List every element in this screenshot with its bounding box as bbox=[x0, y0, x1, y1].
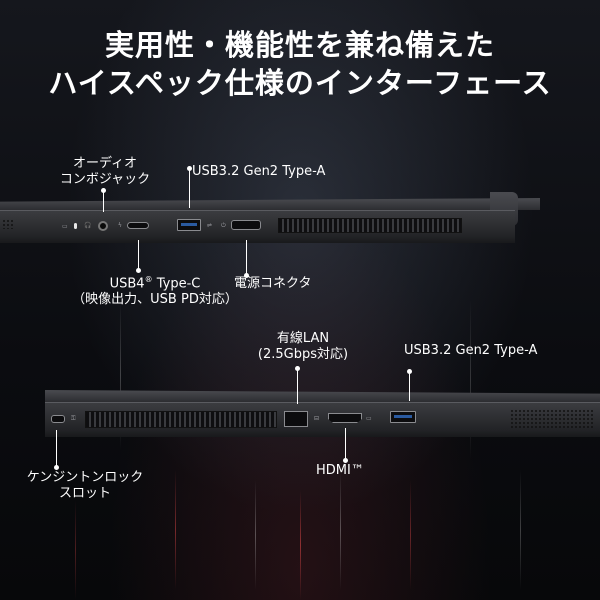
usb-icon: ⇌ bbox=[207, 222, 213, 229]
vent-left bbox=[278, 218, 462, 233]
label-usb-a-right: USB3.2 Gen2 Type-A bbox=[404, 343, 538, 358]
thunderbolt-icon: ϟ bbox=[118, 222, 122, 229]
vent-right bbox=[85, 411, 277, 428]
callout-dot-kensington bbox=[54, 465, 59, 470]
laptop-lid-left bbox=[0, 198, 540, 210]
headline-line1: 実用性・機能性を兼ね備えた bbox=[104, 28, 495, 62]
speaker-grille-left bbox=[2, 219, 14, 229]
power-icon: ⏻ bbox=[221, 222, 226, 229]
hdmi-icon: ▭ bbox=[366, 415, 372, 422]
laptop-base-left: ▭ 🎧 ϟ ⇌ ⏻ bbox=[0, 210, 515, 243]
callout-line-usb-a-left bbox=[189, 168, 190, 208]
status-led bbox=[74, 223, 77, 229]
led-icon: ▭ bbox=[62, 223, 68, 230]
headline-line2: ハイスペック仕様のインターフェース bbox=[48, 66, 552, 100]
callout-dot-hdmi bbox=[343, 458, 348, 463]
laptop-left-side: ▭ 🎧 ϟ ⇌ ⏻ bbox=[0, 192, 600, 252]
lock-icon: ⚿ bbox=[71, 415, 76, 422]
usb-a-port-right bbox=[390, 411, 416, 423]
headset-icon: 🎧 bbox=[84, 222, 92, 229]
label-usb4-type-c: USB4® Type-C （映像出力、USB PD対応） bbox=[72, 275, 238, 308]
callout-dot-lan bbox=[295, 366, 300, 371]
label-hdmi: HDMI™ bbox=[316, 463, 364, 478]
callout-line-audio bbox=[103, 190, 104, 212]
callout-dot-power bbox=[244, 273, 249, 278]
callout-dot-usb-a-right bbox=[407, 369, 412, 374]
hdmi-port bbox=[328, 413, 362, 423]
callout-dot-usb-a-left bbox=[187, 166, 192, 171]
power-connector bbox=[231, 220, 261, 230]
callout-line-usb4 bbox=[138, 240, 139, 270]
callout-line-kensington bbox=[56, 430, 57, 468]
kensington-lock-slot bbox=[51, 415, 65, 423]
laptop-lid-right bbox=[45, 390, 600, 402]
label-lan: 有線LAN (2.5Gbps対応) bbox=[257, 331, 349, 362]
callout-dot-audio bbox=[101, 188, 106, 193]
ethernet-port bbox=[284, 411, 308, 427]
usb4-type-c-port bbox=[127, 222, 149, 229]
label-audio-combo-jack: オーディオ コンボジャック bbox=[59, 156, 151, 187]
laptop-right-side: ⚿ ⊟ ▭ bbox=[0, 390, 600, 450]
laptop-base-right: ⚿ ⊟ ▭ bbox=[45, 402, 600, 437]
speaker-grille-right bbox=[510, 409, 595, 429]
callout-line-hdmi bbox=[345, 428, 346, 460]
label-kensington-lock: ケンジントンロック スロット bbox=[26, 470, 144, 501]
usb-a-port-left bbox=[177, 219, 201, 231]
callout-line-lan bbox=[297, 368, 298, 404]
callout-dot-usb4 bbox=[136, 268, 141, 273]
callout-line-usb-a-right bbox=[409, 371, 410, 401]
callout-line-power bbox=[246, 240, 247, 276]
lan-icon: ⊟ bbox=[314, 415, 320, 422]
label-power-connector: 電源コネクタ bbox=[234, 276, 312, 291]
label-usb-a-left: USB3.2 Gen2 Type-A bbox=[192, 164, 326, 179]
audio-combo-jack bbox=[98, 221, 108, 231]
